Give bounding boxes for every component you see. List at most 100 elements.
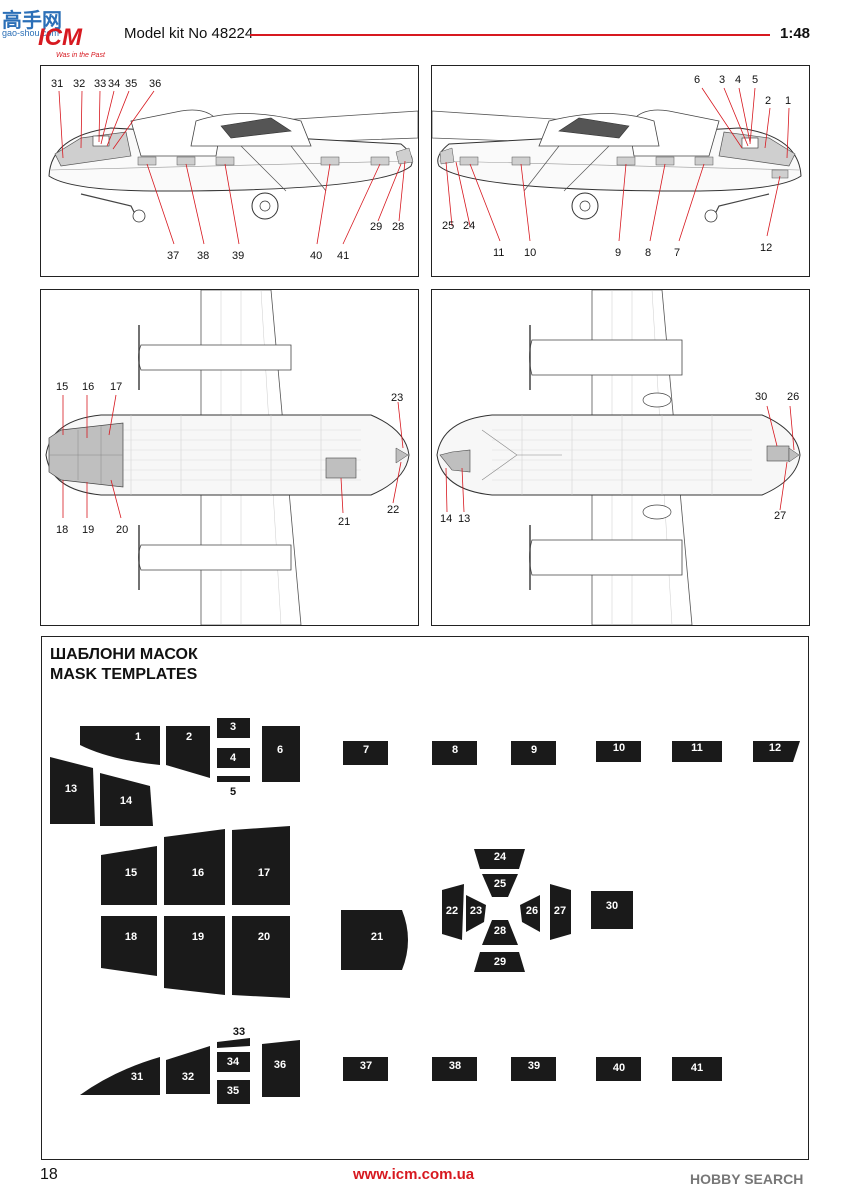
mask-label: 39	[527, 1060, 541, 1072]
mask-templates-panel	[41, 636, 809, 1160]
callout-label: 26	[787, 391, 800, 403]
callout-label: 20	[116, 524, 129, 536]
mask-shape-15	[101, 846, 157, 905]
mask-label: 19	[191, 931, 205, 943]
callout-label: 22	[387, 504, 400, 516]
mask-shape-25	[482, 874, 518, 897]
mask-shape-41	[672, 1057, 722, 1081]
mask-shape-28	[482, 920, 518, 945]
mask-label: 29	[493, 956, 507, 968]
mask-shape-18	[101, 916, 157, 976]
mask-title-ua: ШАБЛОНИ МАСОК	[50, 646, 198, 663]
mask-label: 40	[612, 1062, 626, 1074]
mask-shape-39	[511, 1057, 556, 1081]
mask-shape-33	[217, 1038, 250, 1048]
callout-label: 11	[493, 247, 505, 259]
mask-shape-5	[217, 776, 250, 782]
mask-label: 6	[276, 744, 284, 756]
mask-label: 17	[257, 867, 271, 879]
mask-shape-40	[596, 1057, 641, 1081]
watermark-url: gao-shou.com	[2, 28, 60, 38]
callout-label: 28	[392, 221, 405, 233]
callout-label: 9	[615, 247, 622, 259]
scale-label: 1:48	[780, 25, 811, 42]
icm-tagline: Was in the Past	[56, 52, 105, 59]
mask-shape-20	[232, 916, 290, 998]
mask-shape-16	[164, 829, 225, 905]
callout-label: 18	[56, 524, 69, 536]
mask-label: 23	[469, 905, 483, 917]
mask-label: 28	[493, 925, 507, 937]
left-side-view-panel: 31 32 33 34 35 36 37 38 39 40 41 29 28	[40, 65, 419, 277]
mask-label: 33	[232, 1026, 246, 1038]
mask-shape-31	[80, 1057, 160, 1095]
mask-label: 14	[119, 795, 133, 807]
mask-label: 2	[185, 731, 193, 743]
mask-label: 4	[229, 752, 237, 764]
mask-shape-1	[80, 726, 160, 765]
mask-label: 11	[691, 742, 703, 754]
mask-shape-12	[753, 741, 800, 762]
callout-label: 12	[760, 242, 773, 254]
mask-shape-21	[341, 910, 408, 970]
mask-label: 7	[362, 744, 370, 756]
mask-label: 30	[605, 900, 619, 912]
mask-shape-37	[343, 1057, 388, 1081]
mask-shape-27	[550, 884, 571, 940]
callout-label: 34	[108, 78, 121, 90]
bottom-view-aircraft-drawing	[436, 290, 801, 625]
callout-label: 10	[524, 247, 537, 259]
mask-label: 37	[359, 1060, 373, 1072]
callout-label: 15	[56, 381, 69, 393]
mask-shape-4	[217, 748, 250, 768]
callout-label: 29	[370, 221, 383, 233]
mask-title-en: MASK TEMPLATES	[50, 666, 198, 683]
mask-label: 20	[257, 931, 271, 943]
page-number: 18	[40, 1166, 58, 1183]
mask-label: 31	[130, 1071, 144, 1083]
mask-shape-19	[164, 916, 225, 995]
callout-label: 1	[785, 95, 792, 107]
mask-label: 3	[229, 721, 237, 733]
mask-shape-14	[100, 773, 153, 826]
mask-label: 22	[445, 905, 459, 917]
mask-label: 27	[553, 905, 567, 917]
callout-label: 38	[197, 250, 210, 262]
callout-label: 21	[338, 516, 351, 528]
callout-label: 37	[167, 250, 180, 262]
mask-shape-36	[262, 1040, 300, 1097]
mask-shape-2	[166, 726, 210, 778]
mask-label: 34	[226, 1056, 240, 1068]
icm-logo: ICM	[38, 24, 82, 51]
callout-label: 7	[674, 247, 681, 259]
mask-label: 21	[370, 931, 384, 943]
mask-label: 8	[451, 744, 459, 756]
mask-shape-26	[520, 895, 540, 932]
callout-label: 31	[51, 78, 64, 90]
callout-label: 14	[440, 513, 453, 525]
mask-shape-35	[217, 1080, 250, 1104]
mask-shape-23	[466, 895, 486, 932]
mask-label: 13	[64, 783, 78, 795]
mask-label: 35	[226, 1085, 240, 1097]
mask-shape-3	[217, 718, 250, 738]
mask-shape-38	[432, 1057, 477, 1081]
mask-label: 41	[690, 1062, 704, 1074]
header-logo: 高手网 gao-shou.com ICM Was in the Past	[0, 0, 118, 62]
callout-label: 19	[82, 524, 95, 536]
watermark-text: 高手网	[2, 8, 62, 32]
callout-label: 6	[694, 74, 701, 86]
callout-label: 36	[149, 78, 162, 90]
mask-label: 36	[273, 1059, 287, 1071]
mask-label: 1	[134, 731, 142, 743]
website-link[interactable]: www.icm.com.ua	[353, 1166, 475, 1183]
callout-label: 4	[735, 74, 742, 86]
callout-label: 35	[125, 78, 138, 90]
callout-label: 2	[765, 95, 772, 107]
top-view-panel: 15 16 17 23 18 19 20 21 22	[40, 289, 419, 626]
mask-shape-17	[232, 826, 290, 905]
model-kit-title: Model kit No 48224	[124, 25, 254, 42]
mask-label: 38	[448, 1060, 462, 1072]
callout-label: 16	[82, 381, 95, 393]
right-side-view-panel: 6 3 4 5 2 1 25 24 11 10 9 8 7 12	[431, 65, 810, 277]
